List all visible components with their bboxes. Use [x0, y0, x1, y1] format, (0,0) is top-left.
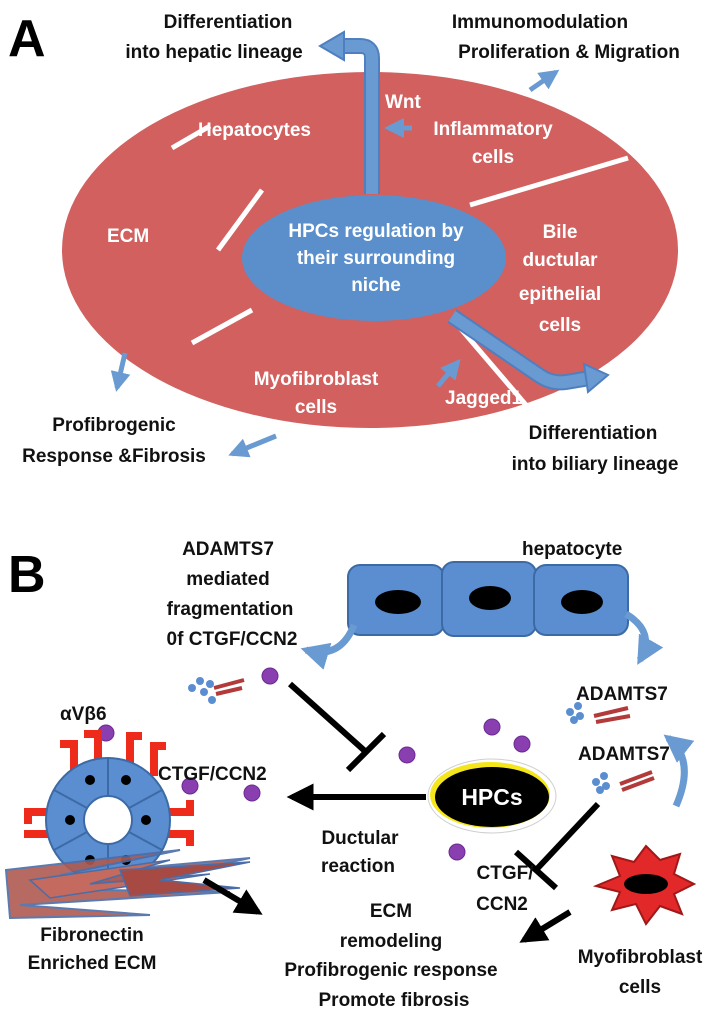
hepatocyte-cells: [347, 561, 629, 637]
svg-text:Bile: Bile: [543, 222, 578, 243]
svg-text:Myofibroblast: Myofibroblast: [578, 947, 703, 968]
myofibroblast-label: Myofibroblast cells: [578, 947, 703, 998]
sector-dividers: [170, 123, 629, 407]
center-ellipse: [242, 195, 506, 321]
adamts-note: ADAMTS7 mediated fragmentation 0f CTGF/C…: [167, 539, 298, 650]
svg-text:CCN2: CCN2: [476, 894, 528, 915]
svg-text:cells: cells: [295, 397, 337, 418]
sector-myofibroblast: Myofibroblast cells: [254, 369, 379, 418]
ctgf-split-label: CTGF/ CCN2: [476, 863, 534, 915]
hpc-label: HPCs: [461, 784, 522, 810]
panel-b-letter: B: [8, 546, 46, 604]
sector-hepatocytes: Hepatocytes: [198, 120, 311, 141]
svg-text:fragmentation: fragmentation: [167, 599, 294, 620]
center-label: HPCs regulation by their surrounding nic…: [288, 221, 464, 296]
svg-text:Promote fibrosis: Promote fibrosis: [319, 990, 470, 1011]
myofibroblast-cell: [592, 844, 697, 926]
svg-text:Immunomodulation: Immunomodulation: [452, 12, 628, 33]
signal-wnt: Wnt: [385, 92, 422, 113]
niche-ellipse: [62, 72, 678, 428]
sector-inflammatory: Inflammatory cells: [433, 119, 553, 168]
svg-text:remodeling: remodeling: [340, 931, 442, 952]
arrow-to-hepatic: [318, 30, 380, 194]
ecm-outcome-label: ECM remodeling Profibrogenic response Pr…: [284, 901, 497, 1011]
arrow-myo-fibrosis: [228, 433, 277, 458]
inhibitor-right: [513, 801, 601, 891]
ductular-label: Ductular reaction: [321, 828, 399, 877]
outcome-biliary: Differentiation into biliary lineage: [512, 423, 679, 475]
svg-text:Enriched ECM: Enriched ECM: [28, 953, 157, 974]
svg-text:Inflammatory: Inflammatory: [433, 119, 553, 140]
svg-text:niche: niche: [351, 275, 401, 296]
svg-text:Differentiation: Differentiation: [529, 423, 658, 444]
arrow-myo-ecm: [519, 909, 572, 943]
svg-text:epithelial: epithelial: [519, 284, 601, 305]
ctgf-label: CTGF/CCN2: [158, 764, 267, 785]
svg-text:CTGF/: CTGF/: [477, 863, 535, 884]
myofibroblast-curve: [663, 734, 695, 808]
svg-text:into biliary lineage: into biliary lineage: [512, 454, 679, 475]
svg-text:Proliferation & Migration: Proliferation & Migration: [458, 42, 680, 63]
arrow-to-biliary: [447, 309, 610, 394]
svg-text:Ductular: Ductular: [321, 828, 399, 849]
svg-text:cells: cells: [539, 315, 581, 336]
signal-jagged: Jagged1: [445, 388, 523, 409]
outcome-hepatic: Differentiation into hepatic lineage: [125, 12, 302, 63]
sector-ecm: ECM: [107, 226, 149, 247]
adamts7-label-2: ADAMTS7: [578, 744, 670, 765]
svg-text:Fibronectin: Fibronectin: [40, 925, 143, 946]
hepatocyte-label: hepatocyte: [522, 539, 622, 560]
svg-text:into hepatic lineage: into hepatic lineage: [125, 42, 302, 63]
svg-text:reaction: reaction: [321, 856, 395, 877]
adamts7-label-1: ADAMTS7: [576, 684, 668, 705]
svg-text:their surrounding: their surrounding: [297, 248, 455, 269]
fragment-cluster-right-2: [592, 770, 655, 794]
svg-text:Profibrogenic response: Profibrogenic response: [284, 960, 497, 981]
svg-text:Profibrogenic: Profibrogenic: [52, 415, 176, 436]
hpc-cell: [427, 758, 557, 834]
svg-text:ECM: ECM: [370, 901, 412, 922]
arrow-jagged: [436, 358, 461, 388]
hepatocyte-curve-right: [624, 610, 664, 665]
outcome-immuno: Immunomodulation Proliferation & Migrati…: [452, 12, 680, 63]
svg-text:ADAMTS7: ADAMTS7: [182, 539, 274, 560]
outcome-fibrosis: Profibrogenic Response &Fibrosis: [22, 415, 206, 467]
arrow-ecm-fibrosis: [110, 352, 131, 392]
svg-text:Differentiation: Differentiation: [164, 12, 293, 33]
svg-text:HPCs regulation by: HPCs regulation by: [288, 221, 464, 242]
hepatocyte-curve-left: [300, 623, 358, 670]
inhibitor-top: [287, 681, 387, 773]
arrow-fibronectin-ecm: [202, 877, 263, 915]
svg-text:Response &Fibrosis: Response &Fibrosis: [22, 446, 206, 467]
fibronectin-label: Fibronectin Enriched ECM: [28, 925, 157, 974]
arrow-immuno: [528, 69, 560, 93]
svg-text:0f CTGF/CCN2: 0f CTGF/CCN2: [167, 629, 298, 650]
fragment-cluster-left: [188, 677, 245, 704]
svg-text:ductular: ductular: [523, 250, 599, 271]
fragment-cluster-right-1: [566, 702, 631, 724]
sector-bile: Bile ductular epithelial cells: [519, 222, 601, 336]
integrin-label: αVβ6: [60, 704, 107, 725]
svg-text:Myofibroblast: Myofibroblast: [254, 369, 379, 390]
svg-text:mediated: mediated: [186, 569, 269, 590]
panel-a-letter: A: [8, 10, 46, 68]
svg-text:cells: cells: [472, 147, 514, 168]
bile-duct: [24, 730, 194, 890]
svg-text:cells: cells: [619, 977, 661, 998]
